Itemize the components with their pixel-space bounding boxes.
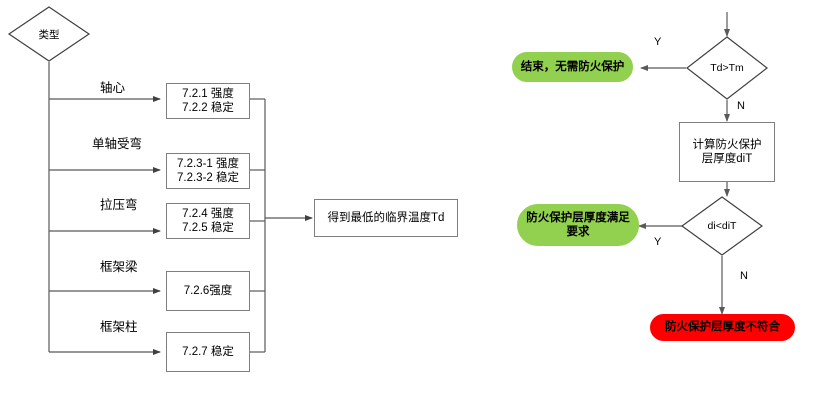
process-calc-fireproof-thickness[interactable]: 计算防火保护 层厚度diT <box>679 122 775 182</box>
edge-label-di-lt-dit-no: N <box>740 270 748 282</box>
terminator-thickness-meets-requirement[interactable]: 防火保护层厚度满足 要求 <box>517 204 639 246</box>
clause-box-frame-column[interactable]: 7.2.7 稳定 <box>166 332 250 372</box>
decision-di-lt-dit[interactable]: di<diT <box>680 196 764 256</box>
edge-label-td-gt-tm-no: N <box>737 100 745 112</box>
clause-box-frame-beam[interactable]: 7.2.6强度 <box>166 271 250 311</box>
decision-type[interactable]: 类型 <box>7 6 91 62</box>
branch-label-axial: 轴心 <box>100 81 126 95</box>
clause-box-tension-compression-bending[interactable]: 7.2.4 强度 7.2.5 稳定 <box>166 203 250 239</box>
decision-type-label: 类型 <box>38 28 60 41</box>
decision-td-gt-tm-label: Td>Tm <box>710 62 744 74</box>
decision-di-lt-dit-label: di<diT <box>707 220 737 232</box>
branch-label-uniaxial-bending: 单轴受弯 <box>92 137 143 151</box>
branch-label-frame-column: 框架柱 <box>100 320 138 334</box>
clause-box-axial[interactable]: 7.2.1 强度 7.2.2 稳定 <box>166 83 250 119</box>
edge-label-di-lt-dit-yes: Y <box>654 236 662 248</box>
branch-label-frame-beam: 框架梁 <box>100 260 138 274</box>
result-box-critical-temperature[interactable]: 得到最低的临界温度Td <box>314 199 458 237</box>
terminator-no-fireproofing-needed[interactable]: 结束，无需防火保护 <box>512 52 633 82</box>
edge-label-td-gt-tm-yes: Y <box>654 36 662 48</box>
decision-td-gt-tm[interactable]: Td>Tm <box>686 36 768 100</box>
branch-label-tension-compression-bending: 拉压弯 <box>100 198 138 212</box>
clause-box-uniaxial-bending[interactable]: 7.2.3-1 强度 7.2.3-2 稳定 <box>166 153 250 189</box>
terminator-thickness-not-compliant[interactable]: 防火保护层厚度不符合 <box>650 314 795 341</box>
